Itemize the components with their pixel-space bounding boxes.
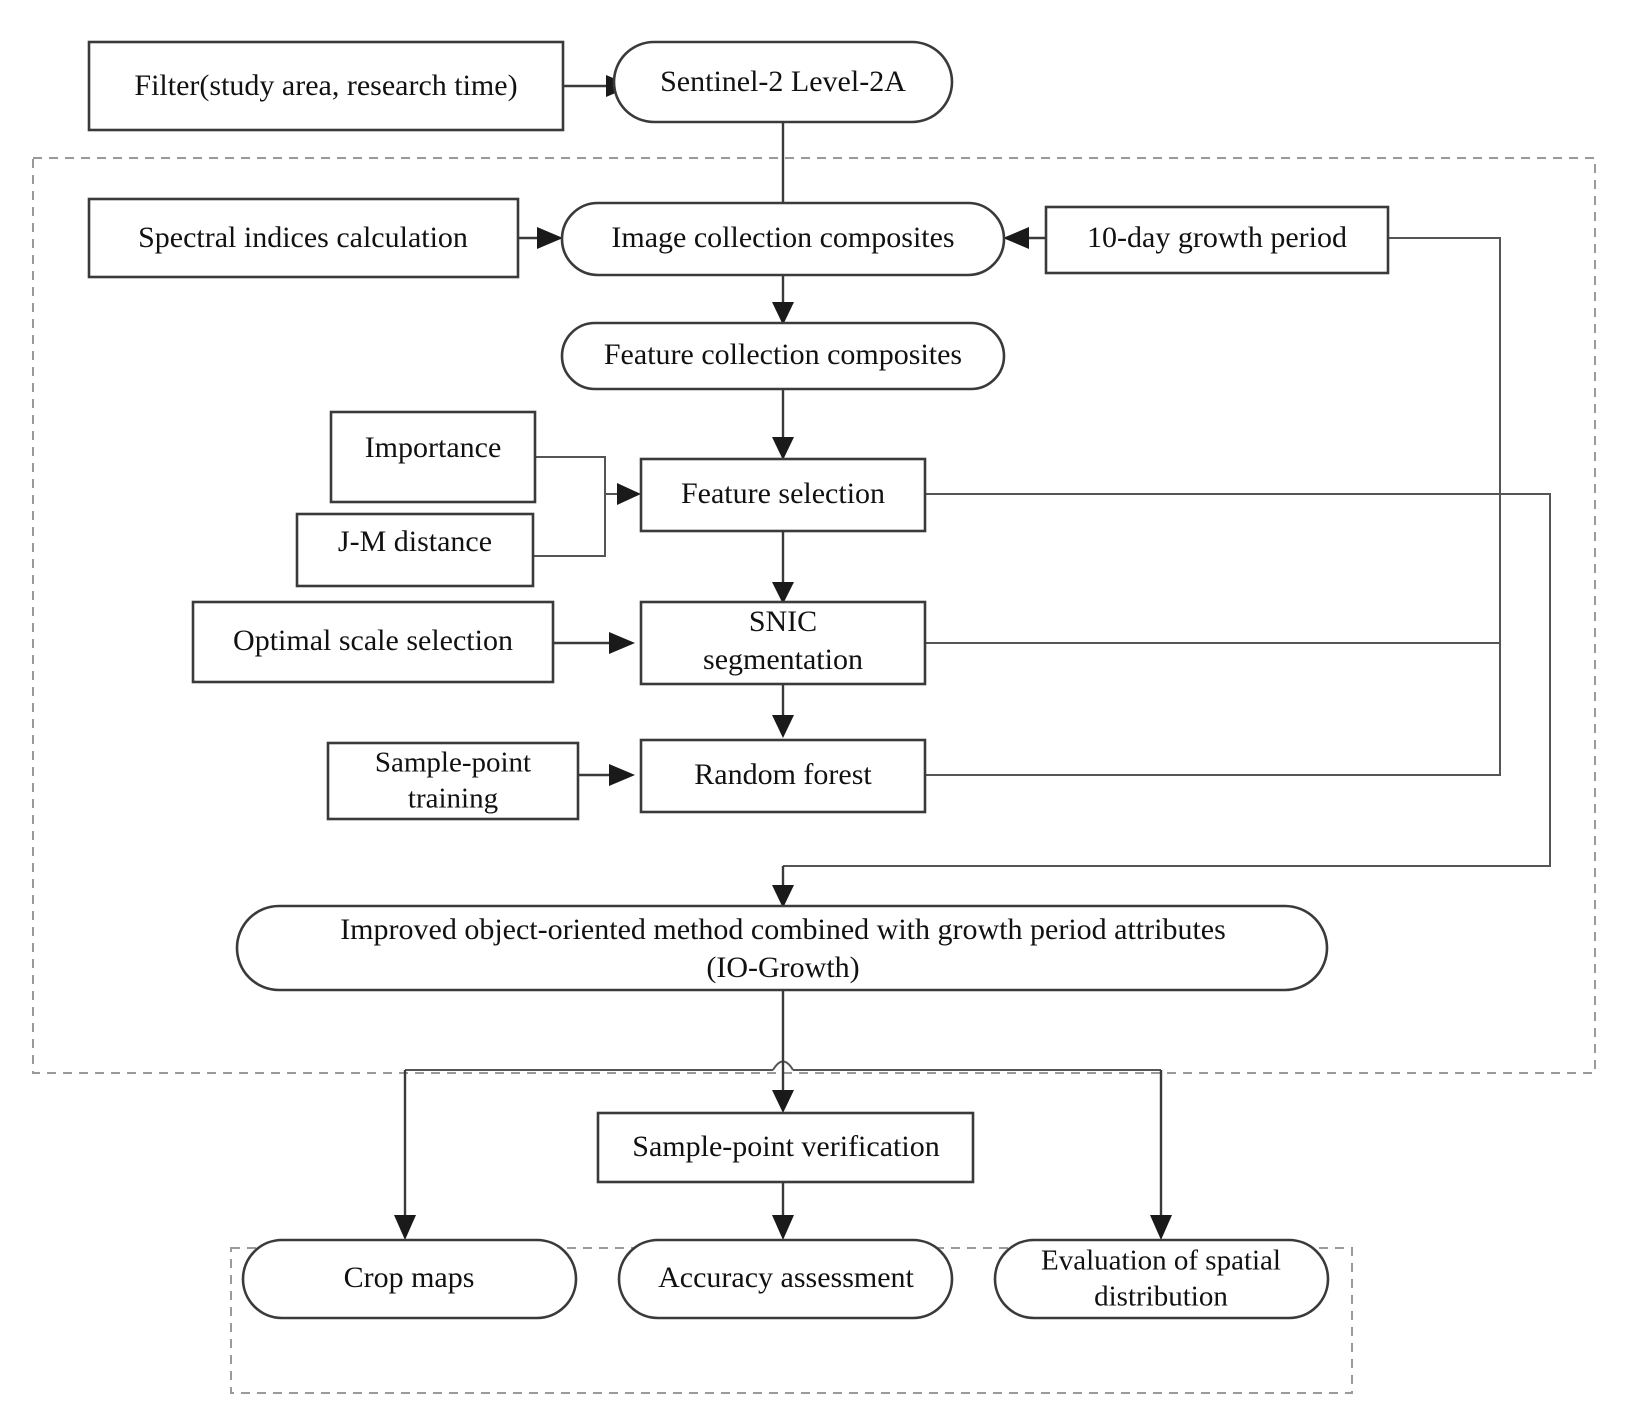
node-feature-collection-label: Feature collection composites (604, 338, 962, 371)
node-importance-label: Importance (365, 431, 502, 464)
node-sample-verification-label: Sample-point verification (632, 1130, 939, 1163)
edge-image-to-feature-collection (772, 272, 794, 325)
node-sample-point-verification[interactable]: Sample-point verification (596, 1111, 975, 1184)
edge-feature-collection-to-feature-selection (772, 385, 794, 460)
edge-snic-to-random-forest (772, 683, 794, 738)
node-jm-distance-label: J-M distance (338, 525, 492, 558)
node-snic-segmentation[interactable]: SNIC segmentation (639, 600, 927, 686)
node-filter-label: Filter(study area, research time) (134, 69, 517, 102)
node-sentinel-2[interactable]: Sentinel-2 Level-2A (612, 40, 954, 124)
node-feature-selection[interactable]: Feature selection (639, 457, 927, 533)
node-sentinel-2-label: Sentinel-2 Level-2A (660, 65, 906, 98)
node-spectral-indices[interactable]: Spectral indices calculation (87, 197, 520, 279)
node-accuracy-assessment-label: Accuracy assessment (658, 1261, 914, 1294)
node-spatial-evaluation-label-line2: distribution (1094, 1281, 1228, 1313)
node-optimal-scale[interactable]: Optimal scale selection (191, 600, 555, 684)
node-spectral-indices-label: Spectral indices calculation (138, 221, 468, 254)
node-snic-label-line1: SNIC (749, 605, 817, 638)
node-jm-distance[interactable]: J-M distance (295, 512, 535, 588)
edge-feature-selection-to-snic (772, 530, 794, 604)
node-importance[interactable]: Importance (329, 410, 537, 504)
node-image-collection-label: Image collection composites (611, 221, 954, 254)
node-feature-collection-composites[interactable]: Feature collection composites (560, 321, 1006, 391)
edge-to-accuracy-assessment (772, 1180, 794, 1240)
node-random-forest[interactable]: Random forest (639, 738, 927, 814)
node-spatial-evaluation[interactable]: Evaluation of spatial distribution (993, 1238, 1330, 1320)
node-random-forest-label: Random forest (694, 758, 872, 791)
node-growth-period-label: 10-day growth period (1087, 221, 1347, 254)
node-crop-maps[interactable]: Crop maps (241, 1238, 578, 1320)
node-optimal-scale-label: Optimal scale selection (233, 624, 513, 657)
node-growth-period[interactable]: 10-day growth period (1044, 205, 1390, 275)
edge-growth-period-routing (925, 237, 1501, 776)
node-io-growth[interactable]: Improved object-oriented method combined… (235, 904, 1329, 992)
edge-growth-period-to-image-collection (1003, 227, 1046, 249)
node-crop-maps-label: Crop maps (344, 1261, 475, 1294)
node-filter[interactable]: Filter(study area, research time) (87, 40, 565, 132)
node-spatial-evaluation-label-line1: Evaluation of spatial (1041, 1245, 1281, 1277)
edge-sample-training-to-random-forest (578, 764, 635, 786)
edge-to-crop-maps (394, 1070, 416, 1240)
node-feature-selection-label: Feature selection (681, 477, 885, 510)
edge-to-spatial-evaluation (1150, 1070, 1172, 1240)
node-io-growth-label-line2: (IO-Growth) (706, 951, 859, 984)
node-io-growth-label-line1: Improved object-oriented method combined… (340, 913, 1226, 946)
method-group-dashed-box (32, 157, 1596, 1074)
node-sample-point-training[interactable]: Sample-point training (326, 741, 580, 821)
node-image-collection-composites[interactable]: Image collection composites (560, 201, 1006, 277)
node-sample-training-label-line2: training (408, 783, 498, 815)
edge-importance-jm-to-feature-selection (533, 456, 641, 557)
edge-spectral-to-image-collection (518, 227, 563, 249)
edge-to-sample-verification (772, 1060, 794, 1113)
node-accuracy-assessment[interactable]: Accuracy assessment (617, 1238, 954, 1320)
node-sample-training-label-line1: Sample-point (375, 747, 531, 779)
edge-random-forest-to-io-growth (772, 866, 794, 908)
edge-feature-selection-routing (783, 493, 1551, 867)
edge-optimal-scale-to-snic (553, 632, 635, 654)
node-snic-label-line2: segmentation (703, 643, 863, 676)
